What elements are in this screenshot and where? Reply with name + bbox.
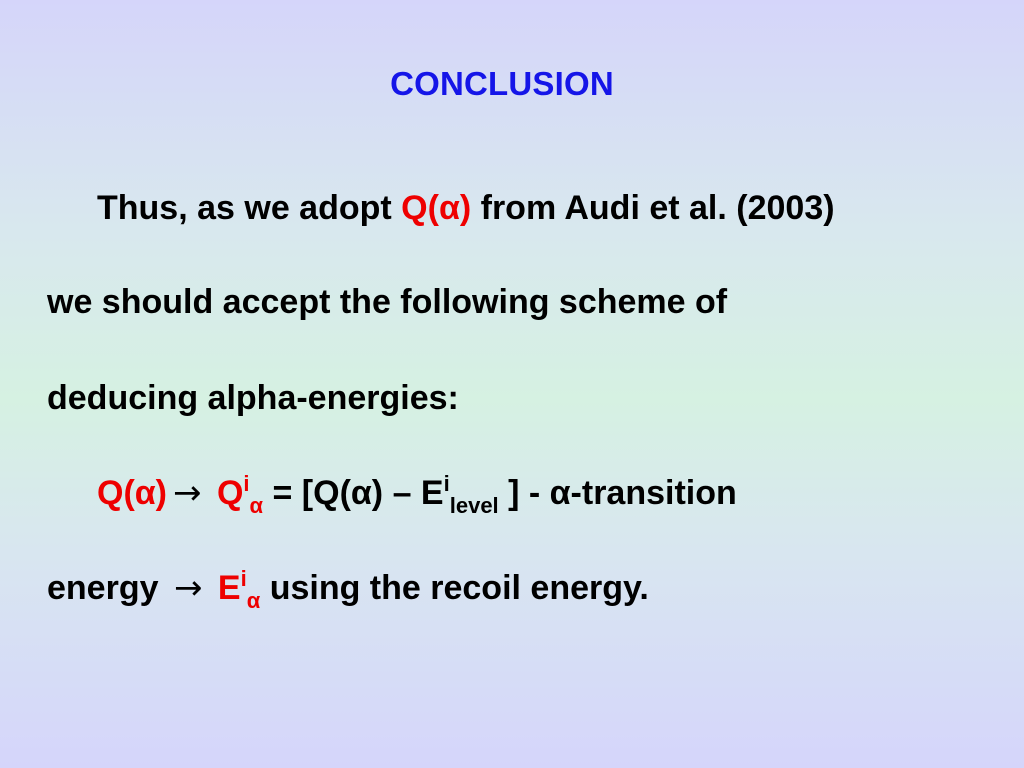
right-arrow-icon: → (173, 473, 202, 513)
line-5-lead: energy (47, 569, 159, 607)
formula-line: Q(α)→ Qiα = [Q(α) – Eilevel ] - α-transi… (97, 471, 737, 518)
qi-symbol: Q (216, 474, 244, 512)
formula-q-alpha: Q(α) (97, 474, 167, 512)
ei-alpha-highlight: Eiα (217, 566, 260, 612)
formula-qi-alpha: Qiα (216, 471, 263, 517)
qi-subscript: α (249, 493, 264, 518)
line-1-tail: from Audi et al. (2003) (471, 189, 835, 227)
paragraph-line-3: deducing alpha-energies: (47, 379, 459, 417)
ei-subscript: α (246, 588, 261, 613)
slide-title: CONCLUSION (390, 65, 614, 102)
formula-equation-part-2: ] - α-transition (498, 474, 737, 512)
paragraph-line-2: we should accept the following scheme of (47, 283, 728, 321)
ei-symbol: E (217, 569, 241, 607)
formula-equation-part-1: = [Q(α) – E (263, 474, 444, 512)
e-level-subscript: level (449, 493, 499, 518)
right-arrow-icon-2: → (173, 568, 203, 608)
paragraph-line-5: energy → Eiα using the recoil energy. (47, 566, 649, 612)
line-1-lead: Thus, as we adopt (97, 189, 402, 227)
line-5-tail: using the recoil energy. (260, 569, 649, 607)
e-level-superscript: i (443, 471, 450, 496)
ei-superscript: i (240, 566, 247, 591)
paragraph-line-1: Thus, as we adopt Q(α) from Audi et al. … (97, 186, 835, 230)
q-alpha-highlight: Q(α) (401, 189, 472, 227)
qi-superscript: i (243, 471, 250, 496)
